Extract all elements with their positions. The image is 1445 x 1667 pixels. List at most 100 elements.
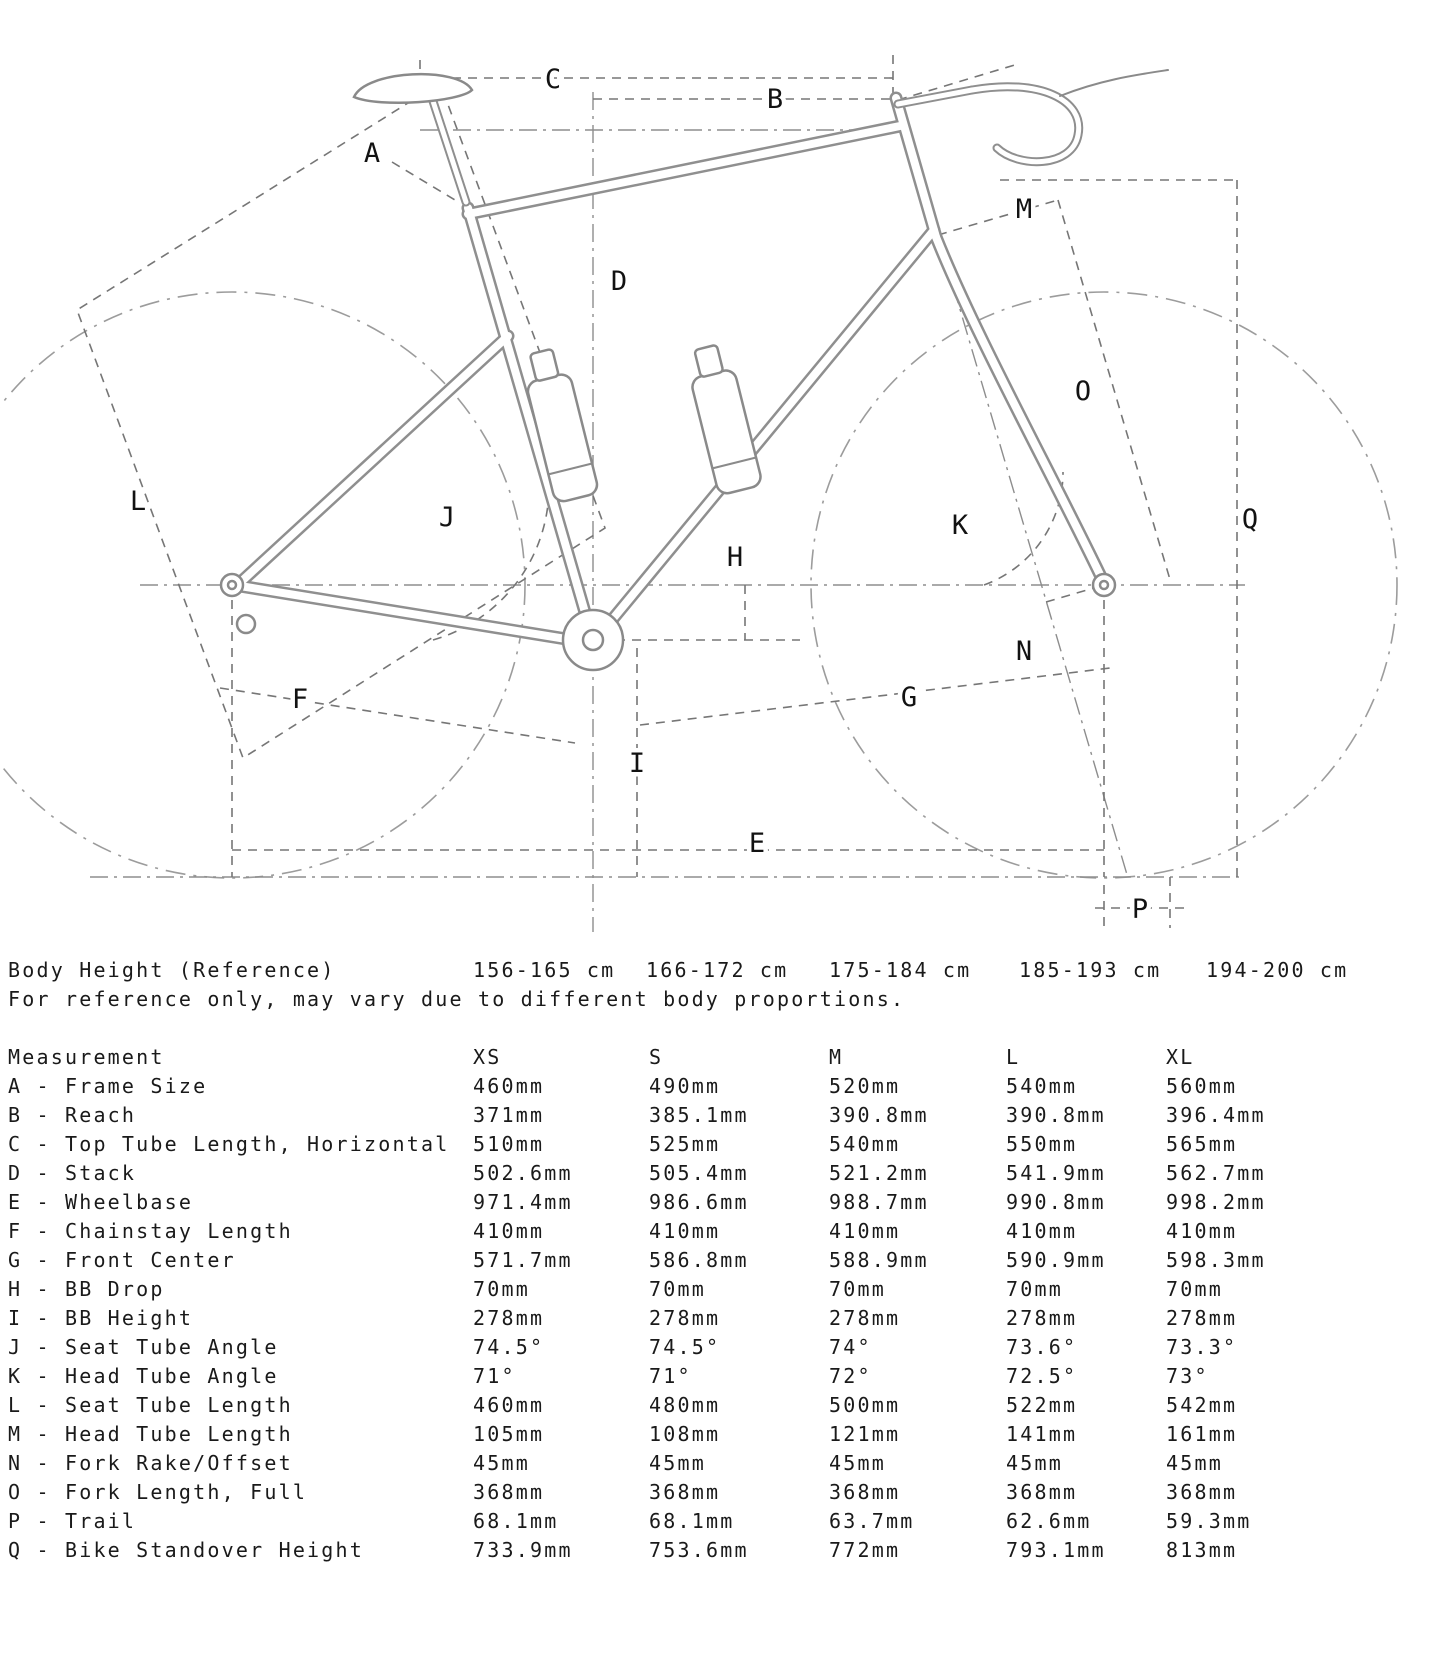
measurement-value: 70mm — [829, 1277, 886, 1301]
diagram-label-k: K — [952, 510, 969, 541]
measurement-value: 74° — [829, 1335, 872, 1359]
measurement-label: J - Seat Tube Angle — [8, 1335, 279, 1359]
measurement-value: 586.8mm — [649, 1248, 749, 1272]
water-bottle-seat-tube — [526, 348, 599, 503]
measurement-value: 410mm — [1006, 1219, 1078, 1243]
measurement-label: F - Chainstay Length — [8, 1219, 293, 1243]
measurement-label: M - Head Tube Length — [8, 1422, 293, 1446]
measurement-value: 371mm — [473, 1103, 545, 1127]
measurement-value: 278mm — [1166, 1306, 1238, 1330]
measurement-label: L - Seat Tube Length — [8, 1393, 293, 1417]
measurement-label: D - Stack — [8, 1161, 137, 1185]
measurement-value: 368mm — [649, 1480, 721, 1504]
measurement-value: 571.7mm — [473, 1248, 573, 1272]
measurement-value: 542mm — [1166, 1393, 1238, 1417]
bike-diagram-svg: A B C D E F G H I J K L M N O P Q — [0, 55, 1398, 932]
measurement-label: B - Reach — [8, 1103, 137, 1127]
frame-outline — [240, 69, 1169, 644]
measurement-value: 278mm — [649, 1306, 721, 1330]
measurement-value: 986.6mm — [649, 1190, 749, 1214]
column-header-size: XL — [1166, 1045, 1195, 1069]
measurement-value: 45mm — [829, 1451, 886, 1475]
measurement-label: Q - Bike Standover Height — [8, 1538, 365, 1562]
measurement-value: 598.3mm — [1166, 1248, 1266, 1272]
measurement-value: 565mm — [1166, 1132, 1238, 1156]
table-row: H - BB Drop 70mm 70mm 70mm 70mm 70mm — [8, 1275, 1445, 1304]
bottom-bracket — [561, 608, 625, 672]
measurement-value: 70mm — [1166, 1277, 1223, 1301]
measurement-value: 70mm — [649, 1277, 706, 1301]
measurement-value: 62.6mm — [1006, 1509, 1092, 1533]
diagram-labels: A B C D E F G H I J K L M N O P Q — [125, 60, 1262, 930]
measurement-value: 68.1mm — [473, 1509, 559, 1533]
measurement-value: 813mm — [1166, 1538, 1238, 1562]
rear-wheel — [0, 291, 526, 879]
measurement-value: 70mm — [1006, 1277, 1063, 1301]
water-bottle-down-tube — [691, 344, 762, 495]
front-dropout — [1091, 572, 1117, 598]
measurement-value: 278mm — [1006, 1306, 1078, 1330]
body-height-note: For reference only, may vary due to diff… — [8, 987, 906, 1011]
measurement-value: 753.6mm — [649, 1538, 749, 1562]
body-height-range: 166-172 cm — [646, 958, 789, 982]
measurement-value: 988.7mm — [829, 1190, 929, 1214]
measurement-value: 74.5° — [473, 1335, 545, 1359]
measurement-value: 72.5° — [1006, 1364, 1078, 1388]
measurement-label: N - Fork Rake/Offset — [8, 1451, 293, 1475]
measurement-value: 560mm — [1166, 1074, 1238, 1098]
diagram-label-d: D — [611, 266, 627, 297]
diagram-label-c: C — [545, 64, 561, 95]
measurement-value: 520mm — [829, 1074, 901, 1098]
measurement-value: 70mm — [473, 1277, 530, 1301]
saddle — [352, 72, 474, 104]
measurement-value: 410mm — [829, 1219, 901, 1243]
measurement-label: H - BB Drop — [8, 1277, 165, 1301]
diagram-label-a: A — [364, 138, 380, 169]
measurement-value: 522mm — [1006, 1393, 1078, 1417]
rear-dropout — [219, 572, 257, 635]
diagram-label-b: B — [767, 84, 783, 115]
measurement-value: 998.2mm — [1166, 1190, 1266, 1214]
measurement-value: 73.6° — [1006, 1335, 1078, 1359]
measurement-value: 278mm — [473, 1306, 545, 1330]
front-wheel — [810, 291, 1398, 879]
measurement-value: 525mm — [649, 1132, 721, 1156]
measurement-value: 45mm — [473, 1451, 530, 1475]
measurement-value: 73.3° — [1166, 1335, 1238, 1359]
measurement-value: 368mm — [473, 1480, 545, 1504]
measurement-value: 550mm — [1006, 1132, 1078, 1156]
measurement-value: 63.7mm — [829, 1509, 915, 1533]
column-header-size: L — [1006, 1045, 1021, 1069]
diagram-label-h: H — [727, 542, 743, 573]
measurement-value: 141mm — [1006, 1422, 1078, 1446]
diagram-label-n: N — [1016, 636, 1032, 667]
measurement-value: 108mm — [649, 1422, 721, 1446]
measurement-value: 588.9mm — [829, 1248, 929, 1272]
measurement-value: 540mm — [1006, 1074, 1078, 1098]
body-height-range: 185-193 cm — [1019, 958, 1162, 982]
measurement-value: 390.8mm — [1006, 1103, 1106, 1127]
measurement-value: 562.7mm — [1166, 1161, 1266, 1185]
measurement-value: 368mm — [829, 1480, 901, 1504]
measurement-value: 505.4mm — [649, 1161, 749, 1185]
measurement-value: 490mm — [649, 1074, 721, 1098]
measurement-value: 71° — [649, 1364, 692, 1388]
diagram-label-j: J — [439, 502, 455, 533]
diagram-label-q: Q — [1242, 504, 1258, 535]
measurement-label: C - Top Tube Length, Horizontal — [8, 1132, 450, 1156]
diagram-label-g: G — [901, 682, 917, 713]
measurement-value: 278mm — [829, 1306, 901, 1330]
